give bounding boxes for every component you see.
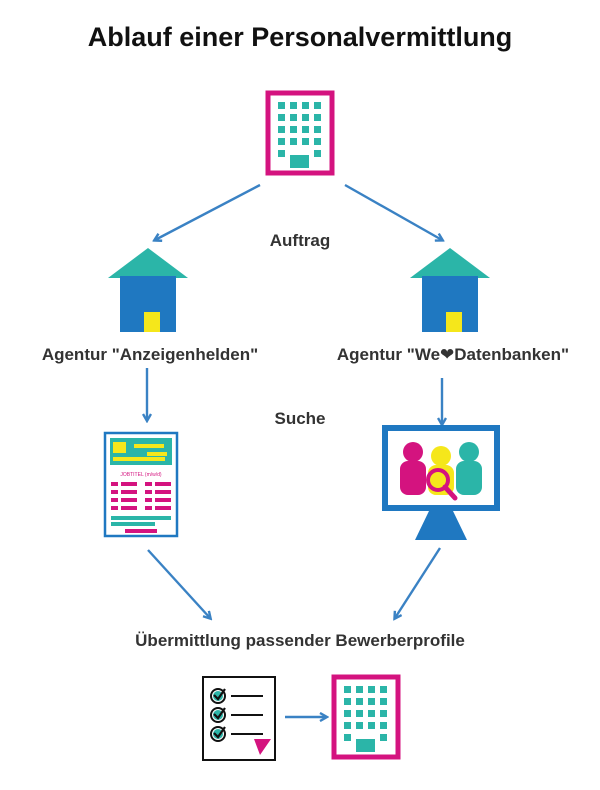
checklist-icon	[202, 676, 276, 761]
arrow-to-left-agency	[155, 183, 261, 240]
arrow-left-to-result	[147, 549, 210, 618]
auftrag-label: Auftrag	[269, 231, 331, 250]
office-building-icon	[265, 90, 335, 176]
house-icon	[410, 248, 490, 332]
house-icon	[108, 248, 188, 332]
uebermittlung-label: Übermittlung passender Bewerberprofile	[135, 631, 465, 650]
suche-label: Suche	[274, 409, 326, 428]
arrow-right-to-result	[395, 547, 442, 618]
agency-right-label: Agentur "We❤Datenbanken"	[336, 345, 570, 364]
ad-jobtitle: JOBTITEL (m/w/d)	[120, 472, 162, 478]
candidate-search-screen-icon	[382, 425, 500, 540]
office-building-icon	[331, 674, 401, 760]
agency-left-label: Agentur "Anzeigenhelden"	[41, 345, 259, 364]
page-title: Ablauf einer Personalvermittlung	[87, 22, 513, 52]
arrow-to-right-agency	[344, 183, 442, 240]
job-ad-document-icon: JOBTITEL (m/w/d)	[103, 431, 179, 538]
